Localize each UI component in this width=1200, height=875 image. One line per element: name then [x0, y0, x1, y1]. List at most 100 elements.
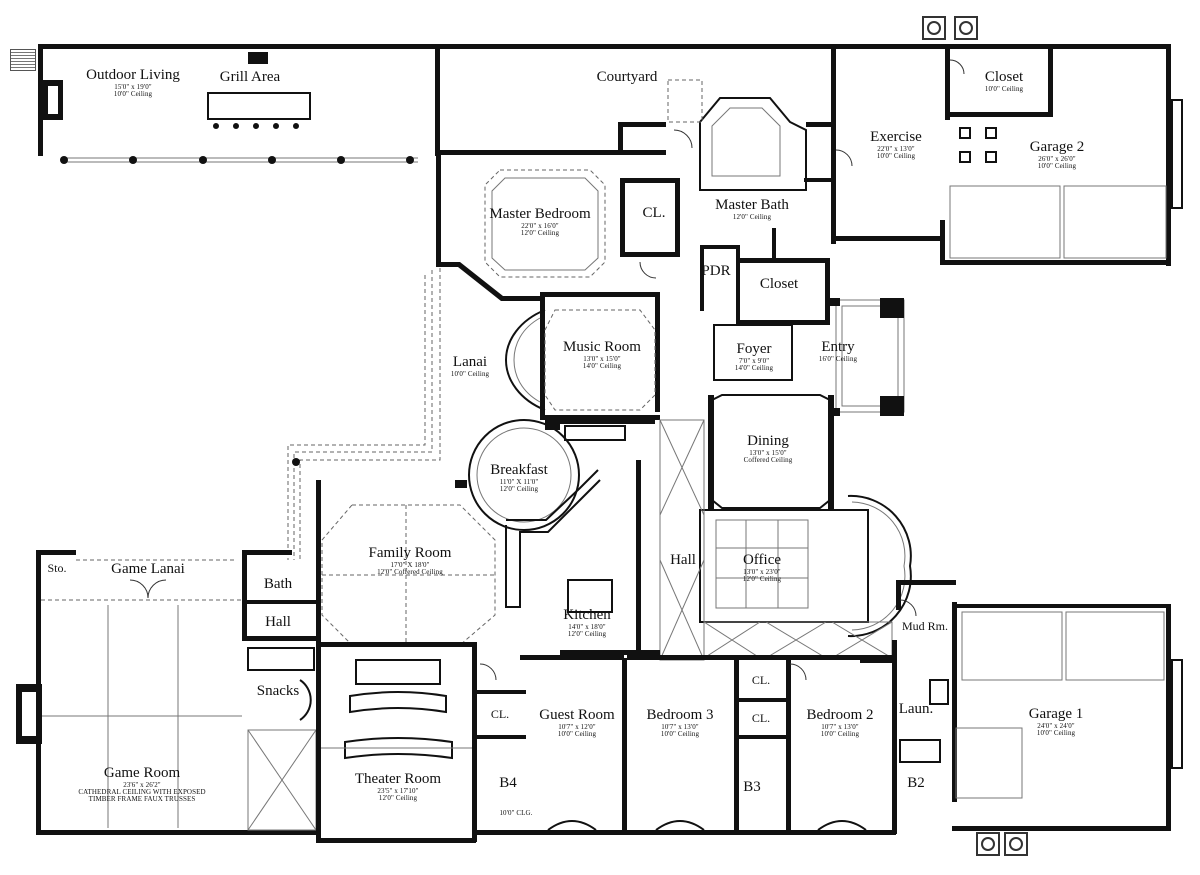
dining-walls	[708, 394, 834, 510]
room-cl-guest: CL.	[491, 708, 509, 721]
room-name: CL.	[751, 711, 771, 725]
room-laun: Laun.	[898, 701, 934, 718]
room-game-lanai: Game Lanai	[111, 561, 185, 578]
doors	[129, 59, 965, 681]
room-dims: 11'0" X 11'0"	[499, 477, 539, 486]
theater-walls	[316, 642, 477, 843]
music-room-detail	[504, 309, 656, 411]
room-master-bedroom: Master Bedroom 22'0" x 16'0" 12'0" Ceili…	[489, 206, 591, 238]
room-sto: Sto.	[47, 562, 66, 575]
room-bedroom3: Bedroom 3 10'7" x 13'0" 10'0" Ceiling	[646, 707, 714, 739]
game-room-walls	[16, 550, 320, 835]
room-ceiling: 10'0" Ceiling	[820, 730, 860, 739]
room-ceiling: 12'0" Coffered Ceiling	[377, 568, 443, 577]
room-name: Breakfast	[490, 462, 548, 478]
room-cl-b3a: CL.	[752, 674, 770, 687]
room-name: Closet	[984, 69, 1024, 85]
bedroom-walls	[476, 640, 897, 835]
room-name: Laun.	[898, 701, 934, 717]
room-dining: Dining 13'0" x 15'0" Coffered Ceiling	[743, 433, 793, 465]
room-ceiling: 10'0" Ceiling	[557, 730, 597, 739]
room-name: B4	[499, 775, 517, 791]
room-name: Master Bedroom	[489, 206, 591, 222]
room-garage1: Garage 1 24'0" x 24'0" 10'0" Ceiling	[1028, 706, 1084, 738]
garage2-walls	[945, 44, 1167, 259]
room-ceiling: 14'0" Ceiling	[582, 362, 622, 371]
main-house-walls	[436, 44, 1171, 420]
room-ceiling: 10'0" Ceiling	[113, 90, 153, 99]
room-courtyard: Courtyard	[597, 69, 658, 86]
room-dims: 13'0" x 23'0"	[743, 567, 781, 576]
room-bedroom2: Bedroom 2 10'7" x 13'0" 10'0" Ceiling	[806, 707, 874, 739]
right-windows	[1171, 99, 1183, 769]
room-name: Foyer	[736, 341, 772, 357]
entry-walls	[713, 298, 905, 416]
room-ceiling: 10'0" Ceiling	[660, 730, 700, 739]
room-grill-area: Grill Area	[220, 69, 280, 86]
room-closet-master: Closet	[759, 276, 799, 293]
room-name: Hall	[265, 614, 291, 630]
room-dims: 7'0" x 9'0"	[738, 356, 770, 365]
office-walls	[699, 494, 912, 638]
room-b2: B2	[907, 775, 925, 792]
room-ceiling: 10'0" Ceiling	[450, 369, 490, 378]
room-name: Entry	[821, 339, 855, 355]
room-name: Guest Room	[539, 707, 615, 723]
room-kitchen: Kitchen 14'0" x 18'0" 12'0" Ceiling	[563, 607, 611, 639]
room-name: Family Room	[368, 545, 452, 561]
room-hall-center: Hall	[670, 552, 696, 569]
room-family-room: Family Room 17'0" X 18'0" 12'0" Coffered…	[368, 545, 452, 577]
room-name: Garage 1	[1028, 706, 1084, 722]
room-b4-ceiling: 10'0" CLG.	[499, 809, 533, 817]
room-b3: B3	[743, 779, 761, 796]
outdoor-living-walls	[38, 44, 440, 163]
room-dims: 23'5" x 17'10"	[377, 786, 419, 795]
room-dims: 10'7" x 13'0"	[821, 722, 859, 731]
room-cl-b3b: CL.	[752, 712, 770, 725]
room-ceiling: 10'0" Ceiling	[1036, 729, 1076, 738]
room-name: Closet	[759, 276, 799, 292]
room-office: Office 13'0" x 23'0" 12'0" Ceiling	[743, 552, 781, 583]
room-dims: 17'0" X 18'0"	[390, 560, 430, 569]
room-dims: 13'0" x 15'0"	[583, 354, 621, 363]
room-ceiling: 16'0" Ceiling	[818, 354, 858, 363]
room-ceiling: 12'0" Ceiling	[499, 485, 539, 494]
room-dims: 24'0" x 24'0"	[1037, 721, 1075, 730]
room-name: Bath	[263, 576, 293, 592]
room-music-room: Music Room 13'0" x 15'0" 14'0" Ceiling	[563, 339, 641, 371]
room-hall-left: Hall	[265, 614, 291, 631]
room-closet-top: Closet 10'0" Ceiling	[984, 69, 1024, 93]
room-dims: 26'0" x 26'0"	[1038, 154, 1076, 163]
room-entry: Entry 16'0" Ceiling	[818, 339, 858, 363]
room-snacks: Snacks	[257, 683, 300, 700]
room-name: CL.	[751, 673, 771, 687]
room-name: Music Room	[563, 339, 641, 355]
room-ceiling: 12'0" Ceiling	[520, 229, 560, 238]
room-ceiling: 12'0" Ceiling	[732, 212, 772, 221]
room-name: B2	[907, 775, 925, 791]
room-name: Bedroom 2	[806, 707, 874, 723]
room-dims: 22'0" x 16'0"	[521, 221, 559, 230]
room-name: PDR	[701, 263, 731, 279]
room-name: Bedroom 3	[646, 707, 714, 723]
room-name: CL.	[642, 205, 666, 221]
room-exercise: Exercise 22'0" x 13'0" 10'0" Ceiling	[870, 129, 922, 160]
room-master-bath: Master Bath 12'0" Ceiling	[715, 197, 789, 221]
room-name: Game Room	[103, 765, 181, 781]
room-dims: 15'0" x 19'0"	[114, 82, 152, 91]
room-name: Mud Rm.	[901, 619, 949, 633]
room-name: Kitchen	[563, 607, 611, 623]
room-name: Outdoor Living	[86, 67, 180, 83]
room-ceiling: 12'0" Ceiling	[567, 630, 607, 639]
room-dims: 10'7" x 12'0"	[558, 722, 596, 731]
room-ceiling: 14'0" Ceiling	[734, 364, 774, 373]
room-name: Garage 2	[1029, 139, 1085, 155]
master-bedroom-detail	[484, 169, 606, 278]
room-note: CATHEDRAL CEILING WITH EXPOSED	[78, 788, 206, 797]
room-dims: 10'7" x 13'0"	[661, 722, 699, 731]
room-outdoor-living: Outdoor Living 15'0" x 19'0" 10'0" Ceili…	[86, 67, 180, 99]
room-ceiling: 10'0" CLG.	[499, 809, 533, 817]
room-ceiling: Coffered Ceiling	[743, 456, 793, 465]
breakfast-kitchen-detail	[316, 419, 660, 660]
room-dims: 22'0" x 13'0"	[877, 144, 915, 153]
